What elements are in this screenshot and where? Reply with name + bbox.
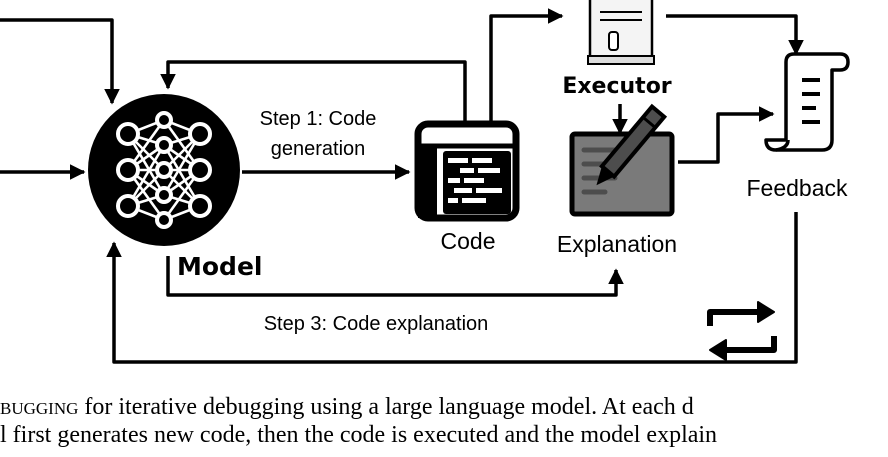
step1-label-line1: Step 1: Code <box>260 108 377 130</box>
step1-label-line2: generation <box>271 138 366 160</box>
step3-label: Step 3: Code explanation <box>264 313 489 335</box>
figure-caption: bugging for iterative debugging using a … <box>0 393 888 449</box>
repeat-icon <box>707 301 777 361</box>
explanation-label: Explanation <box>557 231 677 257</box>
neural-network-icon <box>88 94 240 246</box>
notepad-pencil-icon <box>569 103 675 217</box>
code-label: Code <box>441 228 496 254</box>
code-window-icon <box>414 120 520 222</box>
incoming-arrow-top <box>0 18 120 105</box>
feedback-to-model-arrow <box>106 212 798 364</box>
code-to-executor-arrow <box>489 8 564 122</box>
server-icon <box>587 0 655 65</box>
feedback-label: Feedback <box>746 175 848 201</box>
step3-arrow <box>166 256 624 297</box>
scroll-icon <box>764 52 850 152</box>
explanation-to-feedback-arrow <box>678 106 775 164</box>
caption-line-1: bugging for iterative debugging using a … <box>0 393 888 421</box>
debugging-diagram: Step 1: Code generation Model Code Execu… <box>0 0 850 364</box>
caption-line-1-text: for iterative debugging using a large la… <box>78 394 694 420</box>
executor-to-feedback-arrow <box>666 14 804 56</box>
executor-label: Executor <box>562 74 671 99</box>
caption-small-caps: bugging <box>0 394 79 420</box>
model-label: Model <box>177 252 262 281</box>
caption-line-2: l first generates new code, then the cod… <box>0 422 718 448</box>
code-to-model-arrow <box>160 60 467 122</box>
